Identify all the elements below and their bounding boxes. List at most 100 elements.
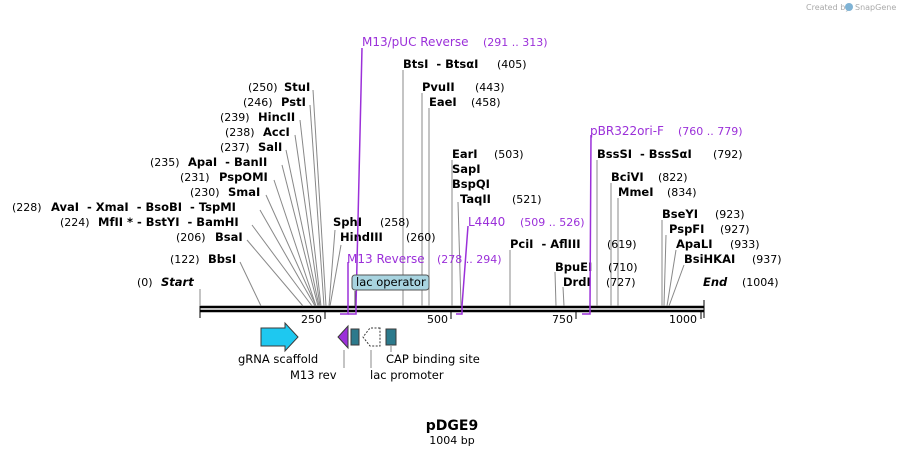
tick-label-250: 250 — [301, 313, 322, 326]
end-label: End — [703, 275, 728, 289]
enzyme-pos-pspomi: (231) — [180, 171, 210, 184]
enzyme-pos-pvuii: (443) — [475, 81, 505, 94]
enzyme-bsssi[interactable]: BssSI - BssSαI — [597, 147, 692, 161]
enzyme-smai[interactable]: SmaI — [228, 185, 260, 199]
credit-prefix: Created by — [806, 3, 850, 12]
enzyme-bspqi[interactable]: BspQI — [452, 177, 490, 191]
enzyme-btsi[interactable]: BtsI - BtsαI — [403, 57, 478, 71]
feature-lac-operator[interactable]: lac operator — [351, 274, 430, 306]
enzyme-acci[interactable]: AccI — [263, 125, 290, 139]
enzyme-bsai[interactable]: BsaI — [215, 230, 243, 244]
enzyme-pos-apai: (235) — [150, 156, 180, 169]
enzyme-pos-drdi: (727) — [606, 276, 636, 289]
enzyme-hindiii[interactable]: HindIII — [340, 230, 383, 244]
enzyme-pos-eaei: (458) — [471, 96, 501, 109]
enzyme-pos-acci: (238) — [225, 126, 255, 139]
enzyme-bseyi[interactable]: BseYI — [662, 207, 698, 221]
feature-m13-rev[interactable] — [337, 324, 349, 350]
enzyme-pos-bbsi: (122) — [170, 253, 200, 266]
enzyme-bbsi[interactable]: BbsI — [208, 252, 236, 266]
tick-label-1000: 1000 — [669, 313, 697, 326]
enzyme-pos-mmei: (834) — [667, 186, 697, 199]
svg-text:M13/pUC Reverse: M13/pUC Reverse — [362, 35, 469, 49]
primer-m13-reverse[interactable]: M13 Reverse (278 .. 294) — [340, 252, 502, 315]
enzyme-pos-mfii: (224) — [60, 216, 90, 229]
credit-brand: SnapGene — [855, 3, 896, 12]
enzyme-eaei[interactable]: EaeI — [429, 95, 457, 109]
label-grna-scaffold: gRNA scaffold — [238, 352, 318, 366]
enzyme-pos-sphi: (258) — [380, 216, 410, 229]
enzyme-mfii[interactable]: MfII * - BstYI - BamHI — [98, 215, 239, 229]
enzyme-pos-taqii: (521) — [512, 193, 542, 206]
start-label: Start — [161, 275, 194, 289]
enzyme-pos-btsi: (405) — [497, 58, 527, 71]
svg-text:pBR322ori-F: pBR322ori-F — [590, 124, 664, 138]
enzyme-pos-stui: (250) — [248, 81, 278, 94]
end-pos: (1004) — [742, 276, 779, 289]
primer-m13-puc-reverse[interactable]: M13/pUC Reverse (291 .. 313) — [348, 35, 548, 315]
snapgene-logo-icon — [845, 3, 853, 11]
enzyme-pos-bseyi: (923) — [715, 208, 745, 221]
left-enzyme-leaders — [199, 89, 327, 307]
enzyme-pos-apali: (933) — [730, 238, 760, 251]
enzyme-taqii[interactable]: TaqII — [460, 192, 491, 206]
plasmid-length: 1004 bp — [429, 434, 474, 447]
svg-text:(278 .. 294): (278 .. 294) — [437, 253, 502, 266]
enzyme-pvuii[interactable]: PvuII — [422, 80, 455, 94]
enzyme-pos-avai: (228) — [12, 201, 42, 214]
tick-label-500: 500 — [427, 313, 448, 326]
enzyme-pcii[interactable]: PciI - AflIII — [510, 237, 581, 251]
enzyme-pos-bsihkai: (937) — [752, 253, 782, 266]
enzyme-bcivi[interactable]: BciVI — [611, 170, 644, 184]
enzyme-mmei[interactable]: MmeI — [618, 185, 654, 199]
primer-pbr322ori-f[interactable]: pBR322ori-F (760 .. 779) — [582, 124, 743, 315]
enzyme-hincii[interactable]: HincII — [258, 110, 295, 124]
enzyme-pos-pspfi: (927) — [720, 223, 750, 236]
enzyme-avai[interactable]: AvaI - XmaI - BsoBI - TspMI — [51, 200, 236, 214]
enzyme-eari[interactable]: EarI — [452, 147, 478, 161]
feature-cap-binding-site[interactable] — [385, 328, 397, 346]
enzyme-pos-pcii: (619) — [607, 238, 637, 251]
svg-text:M13 Reverse: M13 Reverse — [347, 252, 425, 266]
feature-lac-operator-box[interactable] — [350, 328, 360, 346]
label-m13-rev: M13 rev — [290, 368, 337, 382]
enzyme-pos-eari: (503) — [494, 148, 524, 161]
enzyme-sphi[interactable]: SphI — [333, 215, 362, 229]
enzyme-pos-hindiii: (260) — [406, 231, 436, 244]
enzyme-apai[interactable]: ApaI - BanII — [188, 155, 267, 169]
start-pos: (0) — [137, 276, 153, 289]
enzyme-pos-hincii: (239) — [220, 111, 250, 124]
enzyme-pos-bsssi: (792) — [713, 148, 743, 161]
enzyme-sali[interactable]: SalI — [258, 140, 282, 154]
feature-grna-scaffold[interactable] — [260, 321, 299, 353]
enzyme-psti[interactable]: PstI — [281, 95, 306, 109]
enzyme-bpuei[interactable]: BpuEI — [555, 260, 592, 274]
svg-text:lac operator: lac operator — [356, 275, 426, 289]
svg-text:(760 .. 779): (760 .. 779) — [678, 125, 743, 138]
enzyme-sapi[interactable]: SapI — [452, 162, 481, 176]
tick-label-750: 750 — [552, 313, 573, 326]
enzyme-pos-smai: (230) — [190, 186, 220, 199]
label-lac-promoter: lac promoter — [370, 368, 444, 382]
enzyme-pos-psti: (246) — [243, 96, 273, 109]
enzyme-pspfi[interactable]: PspFI — [669, 222, 704, 236]
tick-marks — [324, 311, 702, 319]
enzyme-pos-bsai: (206) — [176, 231, 206, 244]
svg-text:(291 .. 313): (291 .. 313) — [483, 36, 548, 49]
enzyme-bsihkai[interactable]: BsiHKAI — [684, 252, 735, 266]
enzyme-pos-bcivi: (822) — [658, 171, 688, 184]
enzyme-pspomi[interactable]: PspOMI — [219, 170, 268, 184]
svg-text:(509 .. 526): (509 .. 526) — [520, 216, 585, 229]
enzyme-drdi[interactable]: DrdI — [563, 275, 591, 289]
enzyme-pos-sali: (237) — [220, 141, 250, 154]
enzyme-stui[interactable]: StuI — [284, 80, 310, 94]
label-cap-binding-site: CAP binding site — [386, 352, 480, 366]
right-enzyme-leaders — [328, 70, 685, 307]
primer-l4440[interactable]: L4440 (509 .. 526) — [456, 215, 585, 315]
svg-text:L4440: L4440 — [468, 215, 505, 229]
plasmid-name: pDGE9 — [426, 418, 478, 434]
enzyme-apali[interactable]: ApaLI — [676, 237, 713, 251]
feature-lac-promoter[interactable] — [362, 327, 381, 347]
enzyme-pos-bpuei: (710) — [608, 261, 638, 274]
